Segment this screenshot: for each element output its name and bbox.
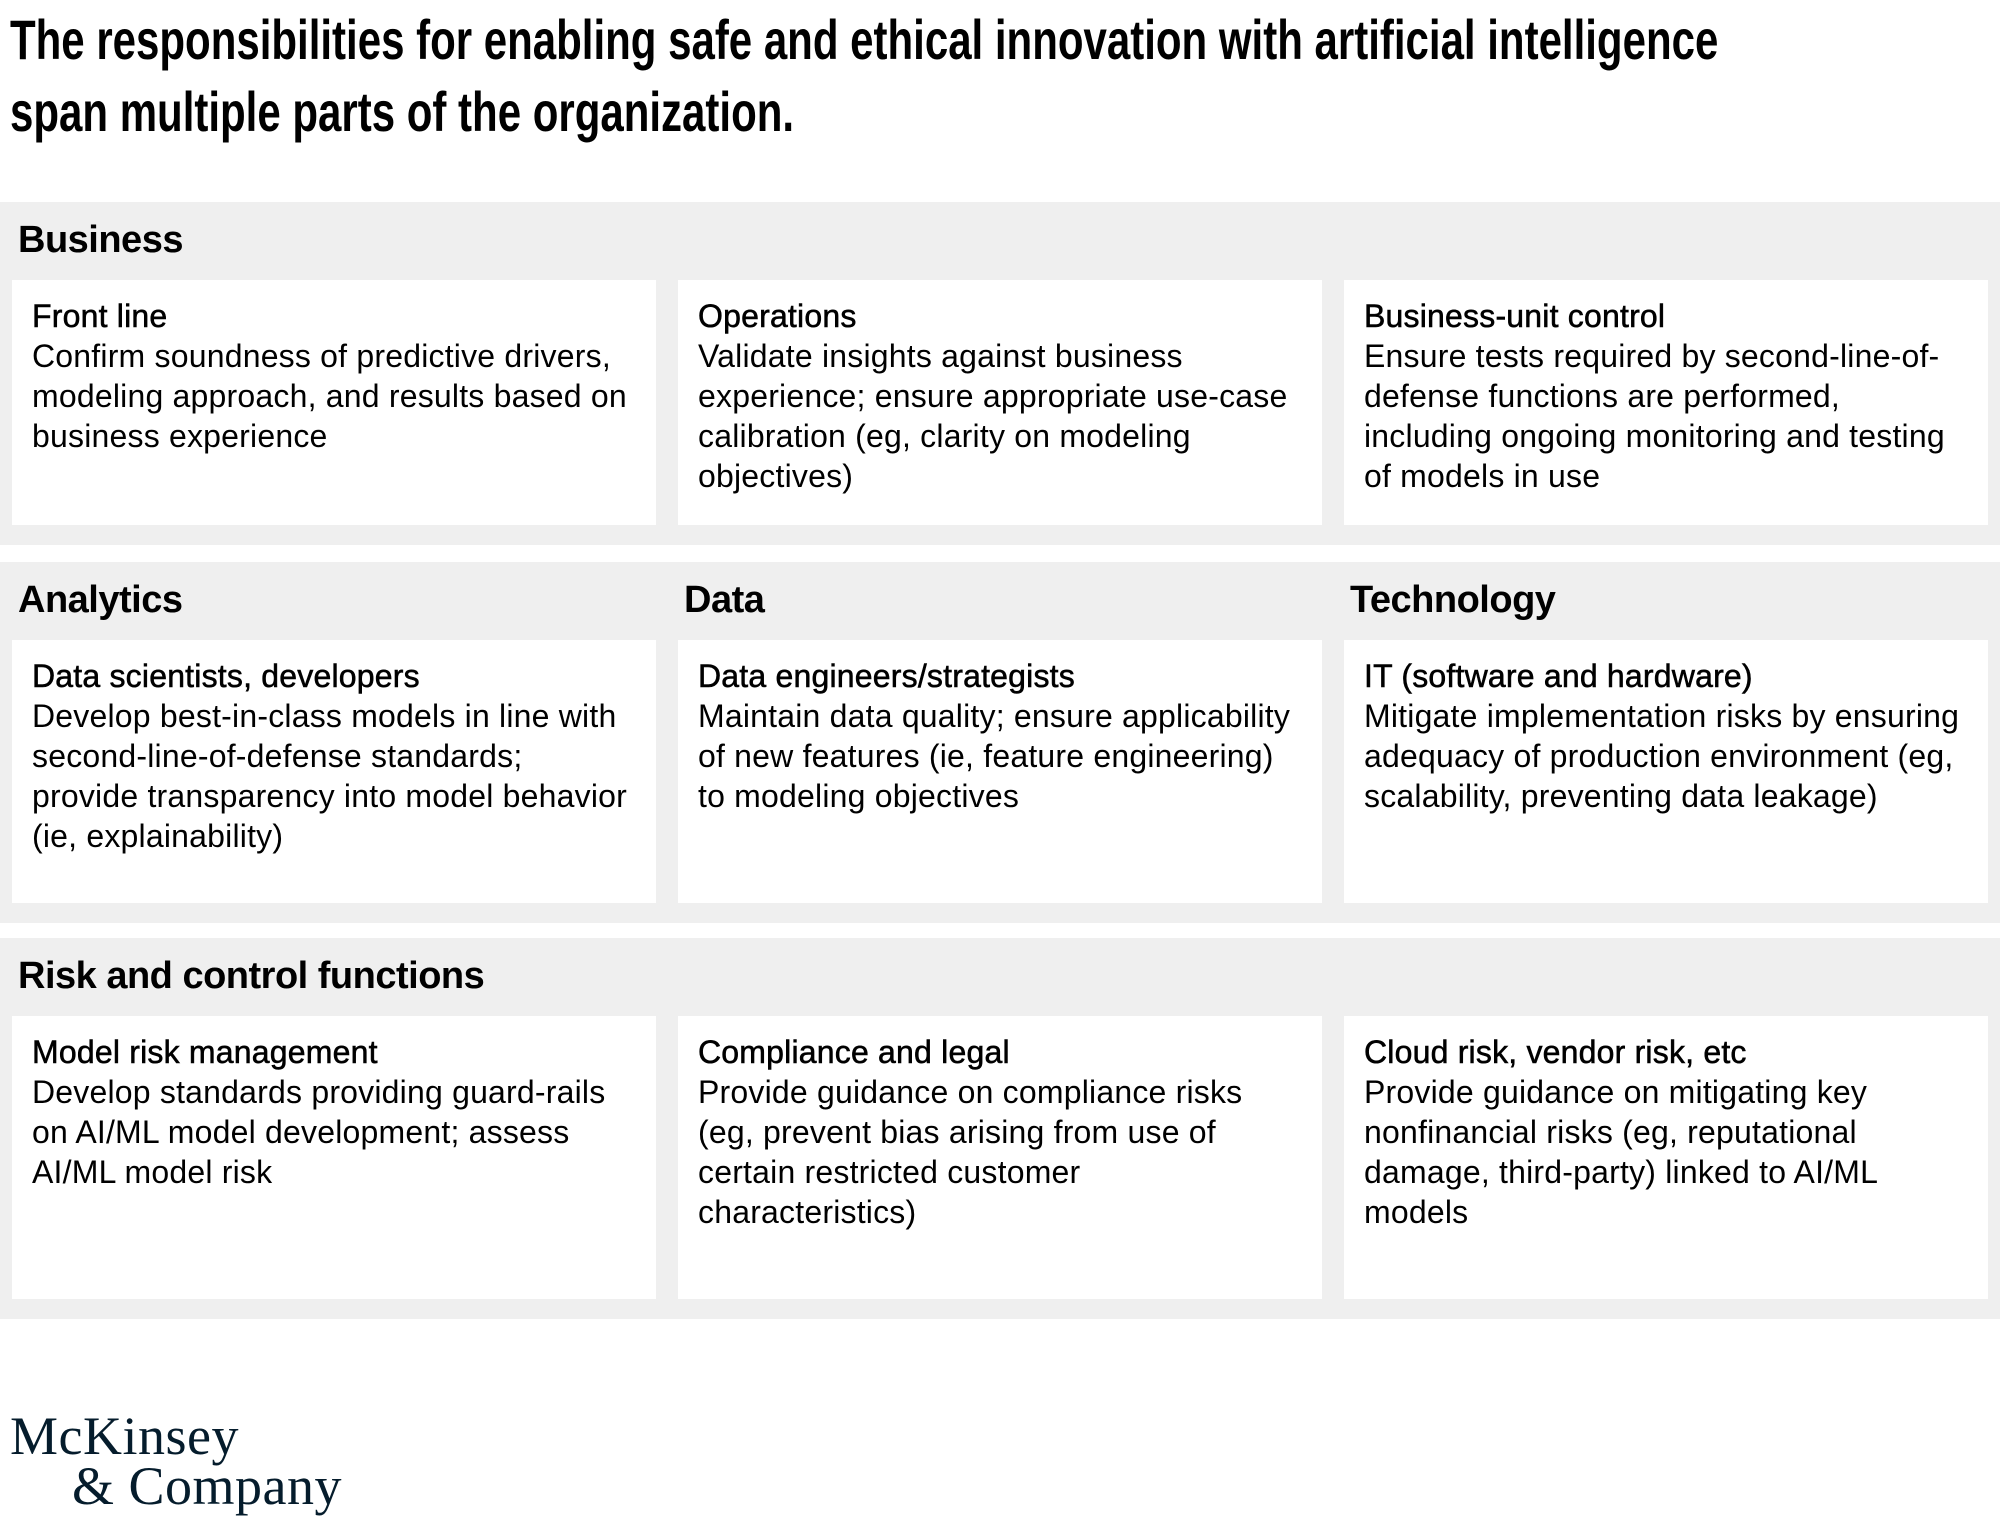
card-body-business-unit-control: Ensure tests required by second-line-of-… bbox=[1364, 338, 1945, 494]
card-data-engineers-strategists: Data engineers/strategists Maintain data… bbox=[678, 640, 1322, 903]
section-header-technology: Technology bbox=[1350, 579, 1556, 621]
page-title: The responsibilities for enabling safe a… bbox=[10, 8, 1719, 143]
card-body-it-software-hardware: Mitigate implementation risks by ensurin… bbox=[1364, 698, 1960, 814]
mckinsey-company-logo: McKinsey & Company bbox=[10, 1406, 2000, 1516]
section-risk-and-control-functions: Risk and control functions Model risk ma… bbox=[0, 938, 2000, 1319]
card-compliance-and-legal: Compliance and legal Provide guidance on… bbox=[678, 1016, 1322, 1299]
section-header-data: Data bbox=[684, 579, 765, 621]
section-adt-cards: Data scientists, developers Develop best… bbox=[12, 640, 1988, 903]
card-front-line: Front line Confirm soundness of predicti… bbox=[12, 280, 656, 525]
card-business-unit-control: Business-unit control Ensure tests requi… bbox=[1344, 280, 1988, 525]
section-header-business: Business bbox=[18, 219, 183, 261]
card-title-operations: Operations bbox=[698, 298, 857, 335]
section-business-header-row: Business bbox=[12, 202, 1988, 280]
card-body-operations: Validate insights against business exper… bbox=[698, 338, 1288, 494]
card-title-data-engineers-strategists: Data engineers/strategists bbox=[698, 658, 1075, 695]
section-risk-cards: Model risk management Develop standards … bbox=[12, 1016, 1988, 1299]
section-risk-header-row: Risk and control functions bbox=[12, 938, 1988, 1016]
card-model-risk-management: Model risk management Develop standards … bbox=[12, 1016, 656, 1299]
section-adt-header-row: Analytics Data Technology bbox=[12, 562, 1988, 640]
card-title-model-risk-management: Model risk management bbox=[32, 1034, 378, 1071]
card-body-cloud-risk-vendor-risk: Provide guidance on mitigating key nonfi… bbox=[1364, 1074, 1877, 1230]
card-it-software-hardware: IT (software and hardware) Mitigate impl… bbox=[1344, 640, 1988, 903]
card-cloud-risk-vendor-risk: Cloud risk, vendor risk, etc Provide gui… bbox=[1344, 1016, 1988, 1299]
section-header-risk-and-control-functions: Risk and control functions bbox=[18, 955, 485, 997]
card-body-data-scientists-developers: Develop best-in-class models in line wit… bbox=[32, 698, 627, 854]
section-header-analytics: Analytics bbox=[18, 579, 183, 621]
card-title-data-scientists-developers: Data scientists, developers bbox=[32, 658, 420, 695]
card-title-front-line: Front line bbox=[32, 298, 168, 335]
section-business-cards: Front line Confirm soundness of predicti… bbox=[12, 280, 1988, 525]
card-title-compliance-and-legal: Compliance and legal bbox=[698, 1034, 1010, 1071]
card-body-compliance-and-legal: Provide guidance on compliance risks (eg… bbox=[698, 1074, 1243, 1230]
card-title-cloud-risk-vendor-risk: Cloud risk, vendor risk, etc bbox=[1364, 1034, 1747, 1071]
card-body-model-risk-management: Develop standards providing guard-rails … bbox=[32, 1074, 606, 1190]
card-title-business-unit-control: Business-unit control bbox=[1364, 298, 1666, 335]
logo-line-1: McKinsey bbox=[10, 1406, 239, 1466]
card-operations: Operations Validate insights against bus… bbox=[678, 280, 1322, 525]
section-business: Business Front line Confirm soundness of… bbox=[0, 202, 2000, 545]
section-analytics-data-technology: Analytics Data Technology Data scientist… bbox=[0, 562, 2000, 923]
card-data-scientists-developers: Data scientists, developers Develop best… bbox=[12, 640, 656, 903]
card-title-it-software-hardware: IT (software and hardware) bbox=[1364, 658, 1753, 695]
card-body-data-engineers-strategists: Maintain data quality; ensure applicabil… bbox=[698, 698, 1291, 814]
card-body-front-line: Confirm soundness of predictive drivers,… bbox=[32, 338, 627, 454]
logo-line-2: & Company bbox=[72, 1456, 342, 1516]
